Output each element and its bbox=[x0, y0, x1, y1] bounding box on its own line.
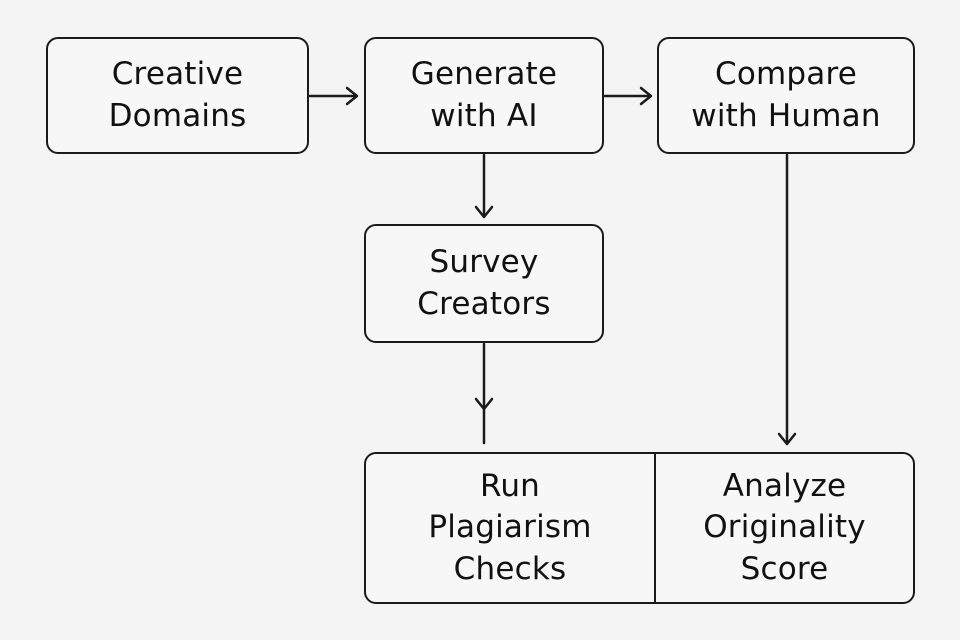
node-creative-domains: Creative Domains bbox=[46, 37, 309, 154]
node-analyze-originality-score: Analyze Originality Score bbox=[656, 454, 913, 602]
node-label-compare-with-human: Compare with Human bbox=[691, 56, 881, 134]
node-label-creative-domains: Creative Domains bbox=[108, 56, 247, 134]
edge-generate-to-survey bbox=[474, 153, 494, 219]
node-label-generate-with-ai: Generate with AI bbox=[410, 56, 558, 134]
edge-compare-to-originality bbox=[777, 153, 797, 446]
edge-creative-to-generate bbox=[308, 86, 359, 106]
node-run-plagiarism-checks: Run Plagiarism Checks bbox=[366, 454, 656, 602]
edge-survey-to-plagiarism bbox=[474, 342, 494, 445]
edge-generate-to-compare bbox=[603, 86, 653, 106]
node-label-survey-creators: Survey Creators bbox=[417, 244, 551, 322]
node-generate-with-ai: Generate with AI bbox=[364, 37, 604, 154]
node-group-analysis: Run Plagiarism Checks Analyze Originalit… bbox=[364, 452, 915, 604]
node-label-run-plagiarism-checks: Run Plagiarism Checks bbox=[428, 468, 592, 587]
node-compare-with-human: Compare with Human bbox=[657, 37, 915, 154]
node-label-analyze-originality-score: Analyze Originality Score bbox=[703, 468, 866, 587]
node-survey-creators: Survey Creators bbox=[364, 224, 604, 343]
